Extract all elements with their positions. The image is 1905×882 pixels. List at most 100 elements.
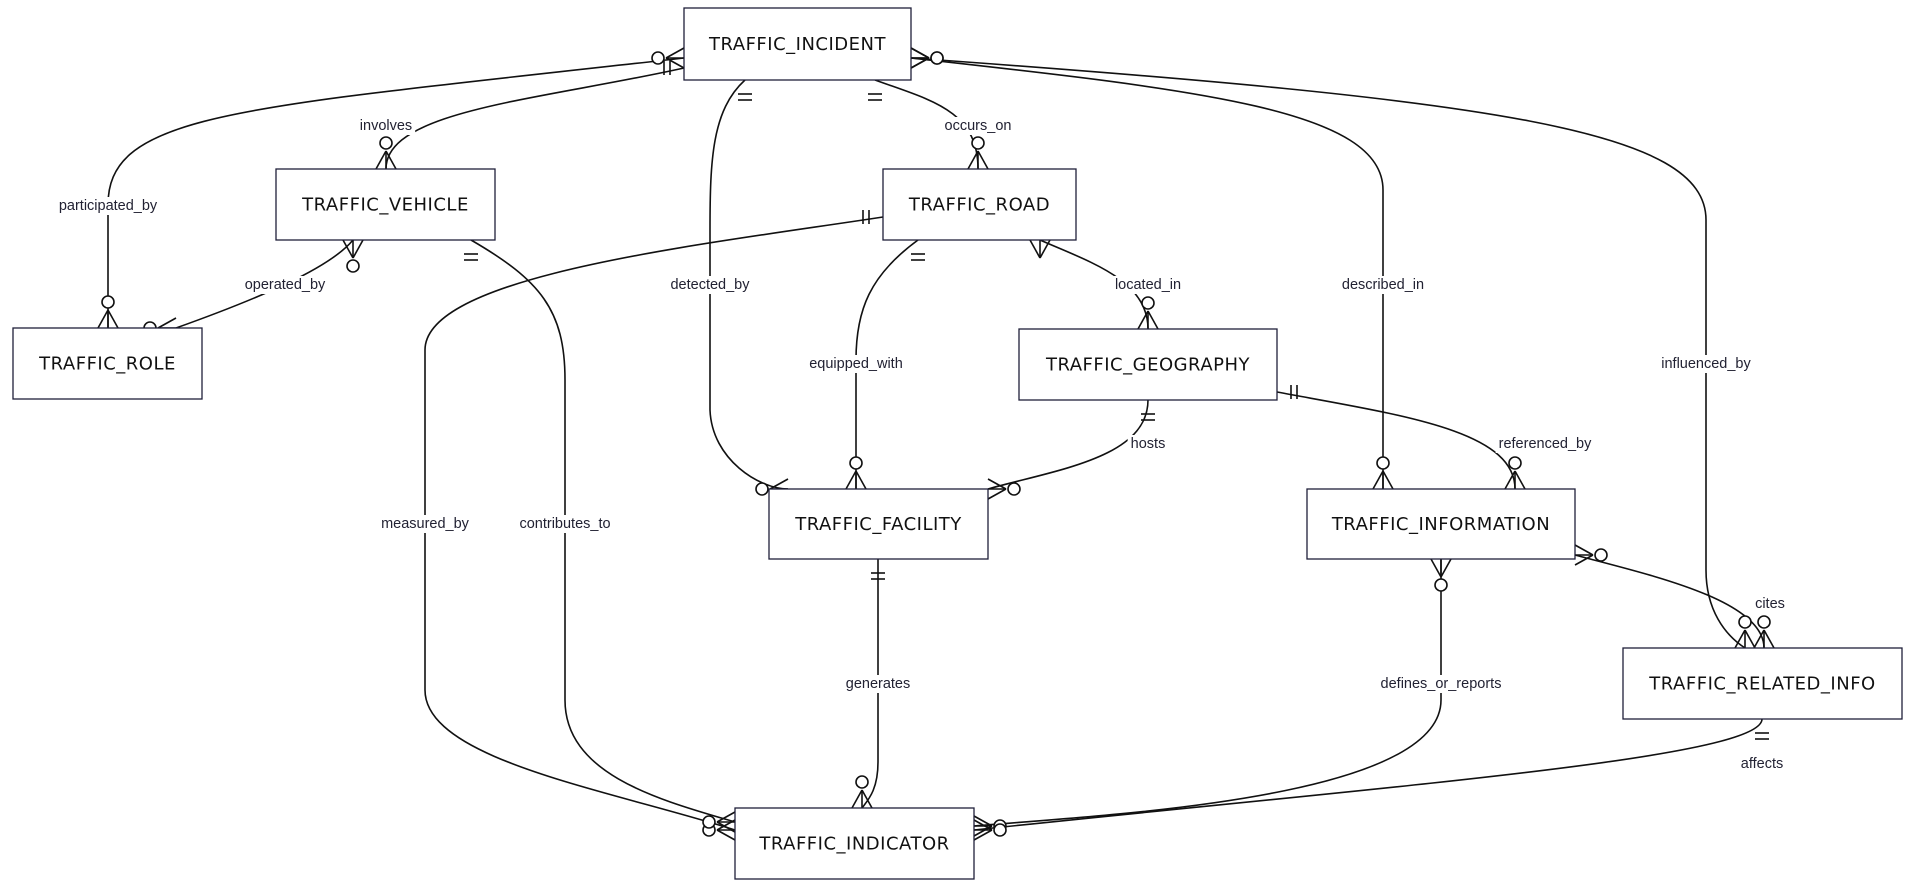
entity-box-related[interactable] bbox=[1622, 647, 1903, 720]
rel-label-operated_by: operated_by bbox=[245, 277, 326, 293]
rel-label-bg-contributes_to bbox=[516, 515, 614, 533]
rel-label-bg-cites bbox=[1752, 595, 1788, 613]
rel-label-referenced_by: referenced_by bbox=[1499, 436, 1592, 452]
entity-box-facility[interactable] bbox=[768, 488, 989, 560]
rel-label-bg-described_in bbox=[1338, 276, 1428, 294]
card-affects-from bbox=[1755, 732, 1769, 740]
card-participated_by-to bbox=[97, 295, 119, 329]
rel-label-contributes_to: contributes_to bbox=[519, 516, 610, 532]
entity-indicator[interactable]: TRAFFIC_INDICATOR bbox=[734, 807, 975, 880]
rel-label-bg-referenced_by bbox=[1495, 435, 1596, 453]
card-defines_or_reports-from bbox=[1430, 558, 1452, 592]
rel-label-bg-detected_by bbox=[667, 276, 754, 294]
rel-label-bg-defines_or_reports bbox=[1377, 675, 1505, 693]
entity-box-vehicle[interactable] bbox=[275, 168, 496, 241]
rel-label-bg-occurs_on bbox=[941, 117, 1015, 135]
card-hosts-from bbox=[1141, 413, 1155, 421]
rel-label-located_in: located_in bbox=[1115, 277, 1181, 293]
entity-related[interactable]: TRAFFIC_RELATED_INFO bbox=[1622, 647, 1903, 720]
rel-label-bg-located_in bbox=[1111, 276, 1185, 294]
entity-box-road[interactable] bbox=[882, 168, 1077, 241]
rel-line-equipped_with bbox=[855, 239, 919, 489]
rel-label-hosts: hosts bbox=[1131, 436, 1166, 452]
rel-label-detected_by: detected_by bbox=[670, 277, 750, 293]
rel-label-bg-involves bbox=[356, 117, 416, 135]
card-measured_by-from bbox=[862, 210, 870, 224]
card-cites-from bbox=[1574, 544, 1608, 566]
rel-label-bg-hosts bbox=[1127, 435, 1169, 453]
entity-facility[interactable]: TRAFFIC_FACILITY bbox=[768, 488, 989, 560]
entity-label-road: TRAFFIC_ROAD bbox=[908, 195, 1050, 216]
card-influenced_by-from bbox=[910, 47, 944, 69]
entity-box-role[interactable] bbox=[12, 327, 203, 400]
rel-label-affects: affects bbox=[1741, 756, 1783, 772]
card-generates-to bbox=[851, 775, 873, 809]
rel-label-influenced_by: influenced_by bbox=[1661, 356, 1751, 372]
card-involves-to bbox=[375, 136, 397, 170]
card-contributes_to-from bbox=[464, 253, 478, 261]
entity-label-role: TRAFFIC_ROLE bbox=[38, 354, 176, 375]
entity-label-incident: TRAFFIC_INCIDENT bbox=[708, 34, 887, 55]
rel-label-defines_or_reports: defines_or_reports bbox=[1381, 676, 1502, 692]
entity-box-information[interactable] bbox=[1306, 488, 1576, 560]
rel-label-participated_by: participated_by bbox=[59, 198, 158, 214]
rel-label-generates: generates bbox=[846, 676, 911, 692]
entity-road[interactable]: TRAFFIC_ROAD bbox=[882, 168, 1077, 241]
card-affects-to bbox=[973, 819, 1007, 841]
entity-geography[interactable]: TRAFFIC_GEOGRAPHY bbox=[1018, 328, 1278, 401]
rel-label-bg-participated_by bbox=[55, 197, 161, 215]
rel-line-described_in bbox=[910, 57, 1384, 489]
rel-line-measured_by bbox=[424, 216, 884, 831]
card-described_in-to bbox=[1372, 456, 1394, 490]
card-located_in-from bbox=[1029, 239, 1051, 259]
entity-vehicle[interactable]: TRAFFIC_VEHICLE bbox=[275, 168, 496, 241]
entity-incident[interactable]: TRAFFIC_INCIDENT bbox=[683, 7, 912, 81]
entity-label-geography: TRAFFIC_GEOGRAPHY bbox=[1045, 355, 1251, 376]
rel-line-cites bbox=[1574, 554, 1765, 649]
card-influenced_by-to bbox=[1734, 615, 1756, 649]
entity-label-information: TRAFFIC_INFORMATION bbox=[1331, 514, 1550, 535]
rel-label-measured_by: measured_by bbox=[381, 516, 470, 532]
entity-box-incident[interactable] bbox=[683, 7, 912, 81]
rel-label-bg-equipped_with bbox=[806, 355, 906, 373]
entity-information[interactable]: TRAFFIC_INFORMATION bbox=[1306, 488, 1576, 560]
rel-label-cites: cites bbox=[1755, 596, 1785, 612]
entity-label-indicator: TRAFFIC_INDICATOR bbox=[758, 834, 949, 855]
rel-line-located_in bbox=[1039, 239, 1149, 330]
cardinality-marks bbox=[97, 47, 1775, 841]
card-equipped_with-from bbox=[911, 253, 925, 261]
card-detected_by-from bbox=[738, 93, 752, 101]
rel-label-occurs_on: occurs_on bbox=[945, 118, 1012, 134]
rel-label-bg-influenced_by bbox=[1658, 355, 1755, 373]
card-located_in-to bbox=[1137, 296, 1159, 330]
rel-line-participated_by bbox=[107, 57, 685, 328]
rel-label-bg-generates bbox=[842, 675, 914, 693]
rel-line-referenced_by bbox=[1276, 391, 1516, 490]
rel-line-affects bbox=[973, 718, 1763, 831]
entity-role[interactable]: TRAFFIC_ROLE bbox=[12, 327, 203, 400]
rel-line-involves bbox=[385, 67, 685, 170]
relationship-labels: participated_by involves operated_by detect… bbox=[55, 117, 1788, 773]
rel-label-bg-operated_by bbox=[241, 276, 330, 294]
rel-label-described_in: described_in bbox=[1342, 277, 1424, 293]
rel-line-occurs_on bbox=[874, 79, 979, 170]
rel-label-equipped_with: equipped_with bbox=[809, 356, 903, 372]
card-cites-to bbox=[1753, 615, 1775, 649]
rel-line-detected_by bbox=[709, 79, 789, 490]
entity-box-indicator[interactable] bbox=[734, 807, 975, 880]
entity-label-facility: TRAFFIC_FACILITY bbox=[794, 514, 962, 535]
rel-label-bg-measured_by bbox=[378, 515, 473, 533]
rel-label-involves: involves bbox=[360, 118, 412, 134]
rel-line-defines_or_reports bbox=[973, 559, 1442, 827]
card-operated_by-from bbox=[342, 239, 364, 273]
card-participated_by-from bbox=[651, 47, 685, 69]
rel-line-contributes_to bbox=[470, 239, 736, 823]
card-hosts-to bbox=[987, 478, 1021, 500]
rel-label-bg-affects bbox=[1737, 755, 1787, 773]
card-referenced_by-to bbox=[1504, 456, 1526, 490]
card-occurs_on-from bbox=[868, 93, 882, 101]
rel-line-hosts bbox=[987, 399, 1149, 490]
rel-line-generates bbox=[861, 559, 879, 809]
entity-box-geography[interactable] bbox=[1018, 328, 1278, 401]
